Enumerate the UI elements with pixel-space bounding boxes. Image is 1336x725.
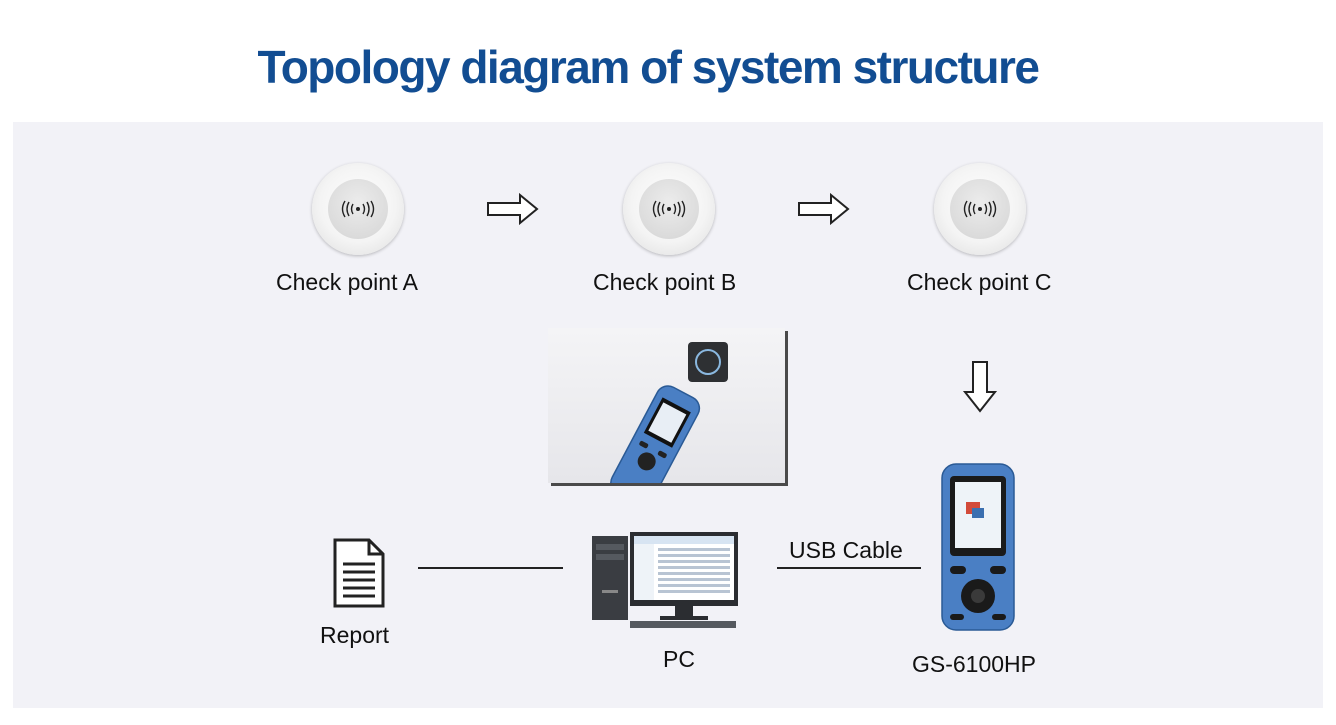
checkpoint-a-icon: [312, 163, 404, 255]
arrow-right-icon: [798, 193, 850, 225]
desktop-computer-icon: [592, 532, 738, 628]
report-pc-connector: [418, 567, 563, 569]
page-title: Topology diagram of system structure: [257, 41, 1040, 93]
usb-cable-label: USB Cable: [789, 537, 903, 563]
checkpoint-a-label: Check point A: [276, 269, 418, 295]
handheld-reader-icon: [941, 463, 1015, 631]
checkpoint-b-icon: [623, 163, 715, 255]
usb-cable-line: [777, 567, 921, 569]
arrow-right-icon: [487, 193, 539, 225]
checkpoint-c-icon: [934, 163, 1026, 255]
device-label: GS-6100HP: [912, 651, 1037, 677]
checkpoint-c-label: Check point C: [907, 269, 1052, 295]
pc-label: PC: [663, 646, 695, 672]
document-icon: [333, 538, 385, 608]
report-label: Report: [320, 622, 390, 648]
arrow-down-icon: [962, 361, 998, 413]
checkpoint-b-label: Check point B: [593, 269, 737, 295]
scanning-photo: [548, 328, 785, 483]
